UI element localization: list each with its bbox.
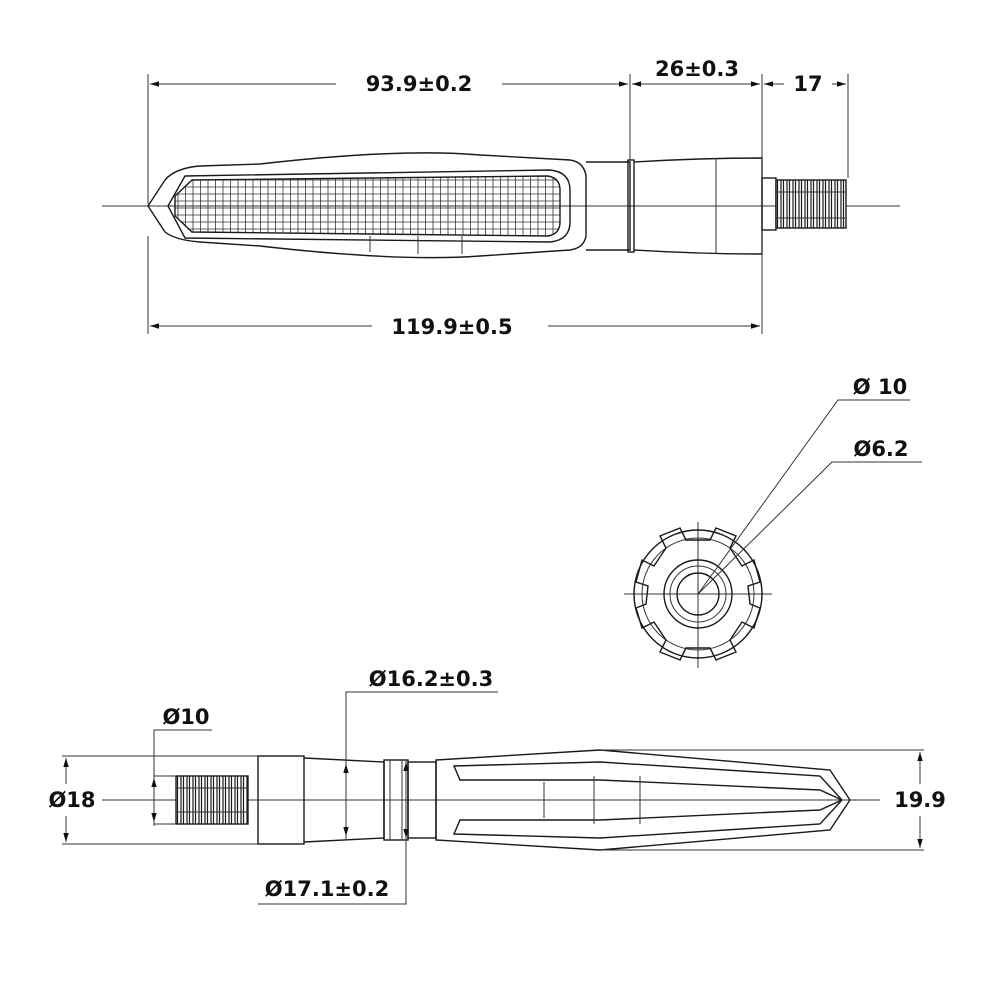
leader-stem-diameter [345,691,498,840]
dim-thread-diameter: Ø10 [162,705,209,729]
end-outer-thread [663,559,733,629]
end-notched-ring [635,527,761,661]
top-view: 93.9±0.2 26±0.3 17 119.9±0.5 [102,57,900,339]
dim-inner-diameter: Ø6.2 [853,437,908,461]
top-lens-frame [167,169,571,243]
top-stem [586,161,631,251]
leader-inner-diameter [697,461,922,595]
side-thread [175,775,249,825]
side-lens-upper [452,761,843,801]
dim-base-diameter: Ø18 [48,788,95,812]
dim-head-height: 19.9 [894,788,946,812]
end-inner-bore [676,572,720,616]
top-thread [775,179,847,229]
dim-stem-diameter: Ø16.2±0.3 [369,667,493,691]
end-outer-circle [633,529,763,659]
side-base [257,755,305,845]
dim-outer-diameter: Ø 10 [853,375,907,399]
end-rim [641,537,755,651]
top-lens [174,175,561,237]
dim-length-stem: 26±0.3 [655,57,739,81]
top-lens-grid [175,176,560,236]
side-lens-lower [452,799,843,839]
side-head [435,749,851,851]
dim-length-thread: 17 [793,72,822,96]
top-body-outline [147,152,587,259]
dim-length-lamp: 93.9±0.2 [366,72,473,96]
leader-outer-diameter [697,399,910,595]
top-ring [627,159,635,253]
side-view: Ø18 Ø10 Ø16.2±0.3 Ø17.1±0.2 19.9 [48,667,946,905]
end-thread-root [669,565,727,623]
dim-ring-diameter: Ø17.1±0.2 [265,877,389,901]
leader-ring-diameter [258,760,407,905]
end-view: Ø 10 Ø6.2 [624,375,922,668]
top-thread-base [761,177,777,231]
dim-length-total: 119.9±0.5 [391,315,512,339]
